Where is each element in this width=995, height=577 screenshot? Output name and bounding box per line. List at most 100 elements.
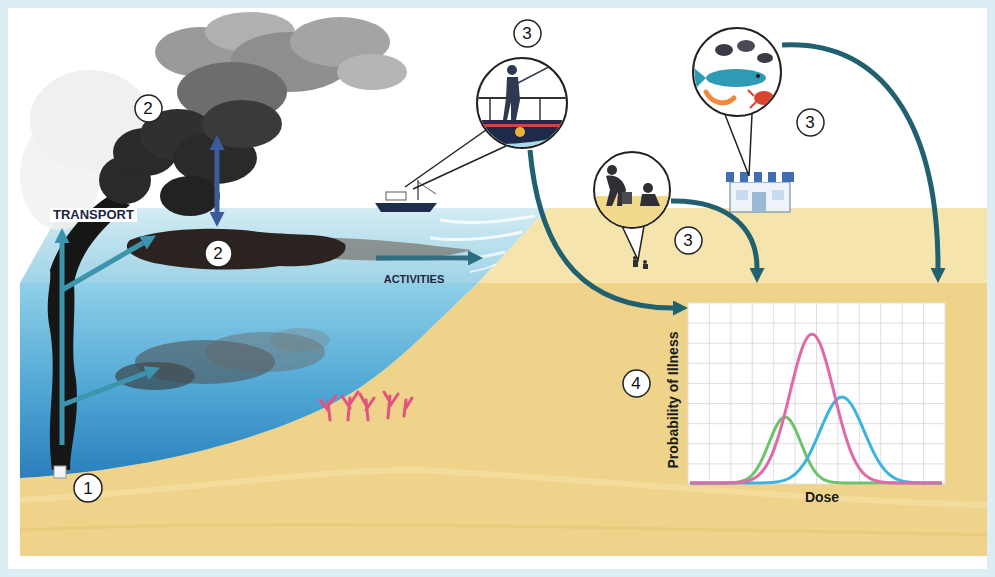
grid-line bbox=[688, 383, 945, 384]
coral bbox=[360, 394, 374, 420]
fishing-boat bbox=[375, 180, 490, 212]
grid-line bbox=[688, 343, 945, 344]
grid-line bbox=[730, 303, 731, 484]
ocean-block bbox=[20, 525, 987, 535]
chart-grid bbox=[688, 303, 945, 484]
seafood-magnifier bbox=[756, 74, 760, 78]
boat-magnifier bbox=[470, 58, 580, 155]
seafood-magnifier bbox=[737, 40, 755, 52]
boat-magnifier bbox=[515, 127, 525, 137]
text-holder: TRANSPORT bbox=[50, 205, 137, 223]
callout-circle: 3 bbox=[796, 108, 825, 137]
ocean-block bbox=[440, 216, 535, 223]
beach-magnifier bbox=[640, 194, 660, 206]
coral bbox=[404, 398, 412, 416]
seafood-magnifier bbox=[694, 68, 706, 88]
oil-slick bbox=[127, 229, 346, 270]
callout-number: 1 bbox=[83, 480, 92, 497]
fishing-boat bbox=[378, 200, 436, 203]
callout-number: 3 bbox=[805, 114, 814, 131]
dose-curve bbox=[690, 334, 942, 483]
chart-panel: Probability of IllnessDose bbox=[652, 300, 952, 512]
beach-magnifier bbox=[633, 256, 637, 260]
text-holder: ACTIVITIES bbox=[369, 269, 459, 287]
beach-magnifier bbox=[643, 264, 648, 269]
ocean-block bbox=[470, 264, 496, 272]
boat-magnifier bbox=[477, 58, 567, 148]
grid-line bbox=[688, 363, 945, 364]
grid-line bbox=[709, 303, 710, 484]
boat-magnifier bbox=[507, 65, 517, 75]
transport-arrows bbox=[60, 243, 65, 445]
text-holder: 2 bbox=[204, 239, 233, 268]
grid-line bbox=[902, 303, 903, 484]
ocean-block bbox=[20, 283, 478, 478]
grid-line bbox=[837, 303, 838, 484]
pathway-arrows bbox=[530, 150, 673, 308]
seafood-shop bbox=[762, 172, 768, 182]
boat-magnifier bbox=[470, 124, 580, 127]
axis-label: Dose bbox=[772, 488, 872, 506]
fishing-boat bbox=[417, 180, 418, 200]
oil-slick bbox=[127, 229, 472, 270]
ocean-block bbox=[430, 232, 522, 240]
boat-magnifier bbox=[405, 58, 580, 189]
seafood-shop bbox=[726, 172, 794, 182]
smoke-plume bbox=[48, 195, 130, 470]
callout-number: 3 bbox=[522, 25, 531, 42]
dose-response-chart bbox=[688, 303, 945, 484]
subsurface-plume bbox=[270, 328, 330, 352]
boat-magnifier bbox=[413, 146, 506, 189]
beach-magnifier bbox=[643, 260, 647, 264]
ocean-block bbox=[20, 208, 987, 556]
seafood-shop bbox=[752, 192, 766, 212]
callout-circle: 3 bbox=[674, 226, 703, 255]
transport-arrows bbox=[215, 150, 220, 212]
callout-circle: 1 bbox=[73, 473, 103, 503]
smoke-plume bbox=[160, 176, 220, 216]
callout-outline bbox=[205, 240, 232, 267]
coral bbox=[320, 392, 412, 420]
text-holder: 3 bbox=[674, 226, 703, 255]
page-ground bbox=[8, 8, 987, 569]
boat-magnifier bbox=[405, 130, 486, 187]
callout-outline bbox=[623, 370, 650, 397]
grid-line bbox=[688, 323, 945, 324]
text-holder: 2 bbox=[134, 94, 163, 123]
fishing-boat bbox=[418, 182, 436, 194]
section-label: ACTIVITIES bbox=[384, 273, 445, 285]
grid-line bbox=[773, 303, 774, 484]
beach-magnifier bbox=[594, 152, 670, 269]
grid-line bbox=[859, 303, 860, 484]
grid-line bbox=[688, 463, 945, 464]
smoke-plume bbox=[54, 466, 66, 478]
dose-response-chart bbox=[688, 303, 945, 484]
grid-line bbox=[880, 303, 881, 484]
callout-number: 2 bbox=[143, 100, 152, 117]
seafood-shop bbox=[736, 190, 748, 200]
callout-circle: 2 bbox=[204, 239, 233, 268]
text-holder: Probability of Illness bbox=[664, 300, 682, 500]
grid-line bbox=[688, 403, 945, 404]
seafood-magnifier bbox=[724, 112, 752, 176]
pathway-arrows bbox=[782, 45, 938, 268]
callout-outline bbox=[74, 474, 102, 502]
seafood-magnifier bbox=[706, 69, 766, 87]
grid-line bbox=[752, 303, 753, 484]
seafood-shop bbox=[726, 172, 794, 212]
boat-magnifier bbox=[539, 98, 541, 120]
seafood-magnifier bbox=[693, 28, 781, 176]
seafood-shop bbox=[730, 182, 790, 212]
grid-line bbox=[923, 303, 924, 484]
callout-outline bbox=[135, 95, 162, 122]
beach-magnifier bbox=[633, 256, 648, 269]
dose-curve bbox=[690, 397, 942, 483]
seafood-shop bbox=[772, 190, 784, 200]
boat-magnifier bbox=[489, 98, 491, 120]
callout-number: 3 bbox=[683, 232, 692, 249]
coral bbox=[342, 392, 358, 420]
